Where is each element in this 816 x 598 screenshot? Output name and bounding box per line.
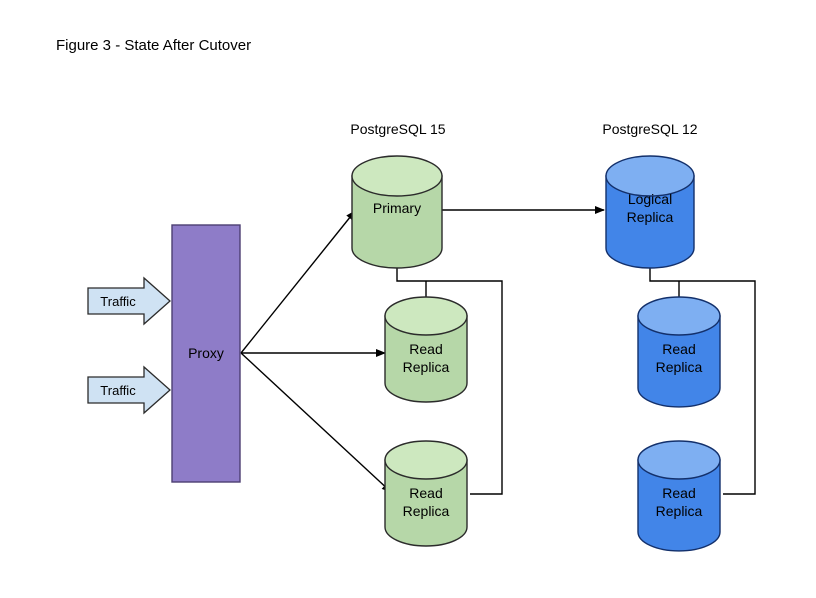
proxy-to-read-replica-2-arrow: [240, 352, 392, 493]
pg12-read-replica-2-cylinder-body: [637, 459, 721, 552]
traffic-label-bottom: Traffic: [100, 383, 136, 398]
pg15-read-replica-1-cylinder-top: [384, 296, 468, 336]
column-header-pg12: PostgreSQL 12: [602, 121, 697, 137]
pg12-read-replica-1-cylinder-body: [637, 315, 721, 408]
pg12-read-replica-1-label-line2: Replica: [656, 359, 703, 375]
pg12-logical-replica-to-read-replica-2-link: [649, 263, 756, 495]
logical-replica-label-line1: Logical: [628, 191, 672, 207]
traffic-label-top: Traffic: [100, 294, 136, 309]
proxy-box: [171, 224, 241, 483]
pg12-read-replica-2-label-line2: Replica: [656, 503, 703, 519]
pg12-read-replica-1-label-line1: Read: [662, 341, 695, 357]
pg15-read-replica-2-label-line1: Read: [409, 485, 442, 501]
node-pg12-read-replica-2[interactable]: Read Replica: [637, 440, 721, 552]
pg12-read-replica-1-cylinder-top: [637, 296, 721, 336]
logical-replica-label-line2: Replica: [627, 209, 674, 225]
primary-cylinder-body: [351, 175, 443, 269]
traffic-input-top[interactable]: Traffic: [87, 276, 171, 326]
node-primary[interactable]: Primary: [351, 155, 443, 269]
column-header-pg15: PostgreSQL 15: [350, 121, 445, 137]
pg12-read-replica-2-label-line1: Read: [662, 485, 695, 501]
node-logical-replica[interactable]: Logical Replica: [605, 155, 695, 269]
pg15-read-replica-1-label-line2: Replica: [403, 359, 450, 375]
node-pg12-read-replica-1[interactable]: Read Replica: [637, 296, 721, 408]
traffic-input-bottom[interactable]: Traffic: [87, 365, 171, 415]
page-title: Figure 3 - State After Cutover: [56, 37, 251, 54]
primary-label: Primary: [373, 200, 421, 216]
traffic-arrow-shape-bottom: [87, 365, 171, 415]
proxy-label: Proxy: [188, 345, 224, 361]
pg15-primary-to-read-replica-2-link: [396, 263, 503, 495]
primary-cylinder-top: [351, 155, 443, 197]
pg15-read-replica-2-cylinder-body: [384, 459, 468, 547]
node-pg15-read-replica-2[interactable]: Read Replica: [384, 440, 468, 547]
logical-replica-cylinder-body: [605, 175, 695, 269]
pg15-read-replica-1-cylinder-body: [384, 315, 468, 403]
pg15-read-replica-2-label-line2: Replica: [403, 503, 450, 519]
proxy-node[interactable]: Proxy: [171, 224, 241, 483]
pg15-read-replica-2-cylinder-top: [384, 440, 468, 480]
proxy-fanout-arrows: [240, 210, 392, 493]
proxy-to-primary-arrow: [240, 210, 356, 354]
traffic-arrow-shape-top: [87, 276, 171, 326]
logical-replica-cylinder-top: [605, 155, 695, 197]
pg15-read-replica-1-label-line1: Read: [409, 341, 442, 357]
pg12-read-replica-2-cylinder-top: [637, 440, 721, 480]
node-pg15-read-replica-1[interactable]: Read Replica: [384, 296, 468, 403]
